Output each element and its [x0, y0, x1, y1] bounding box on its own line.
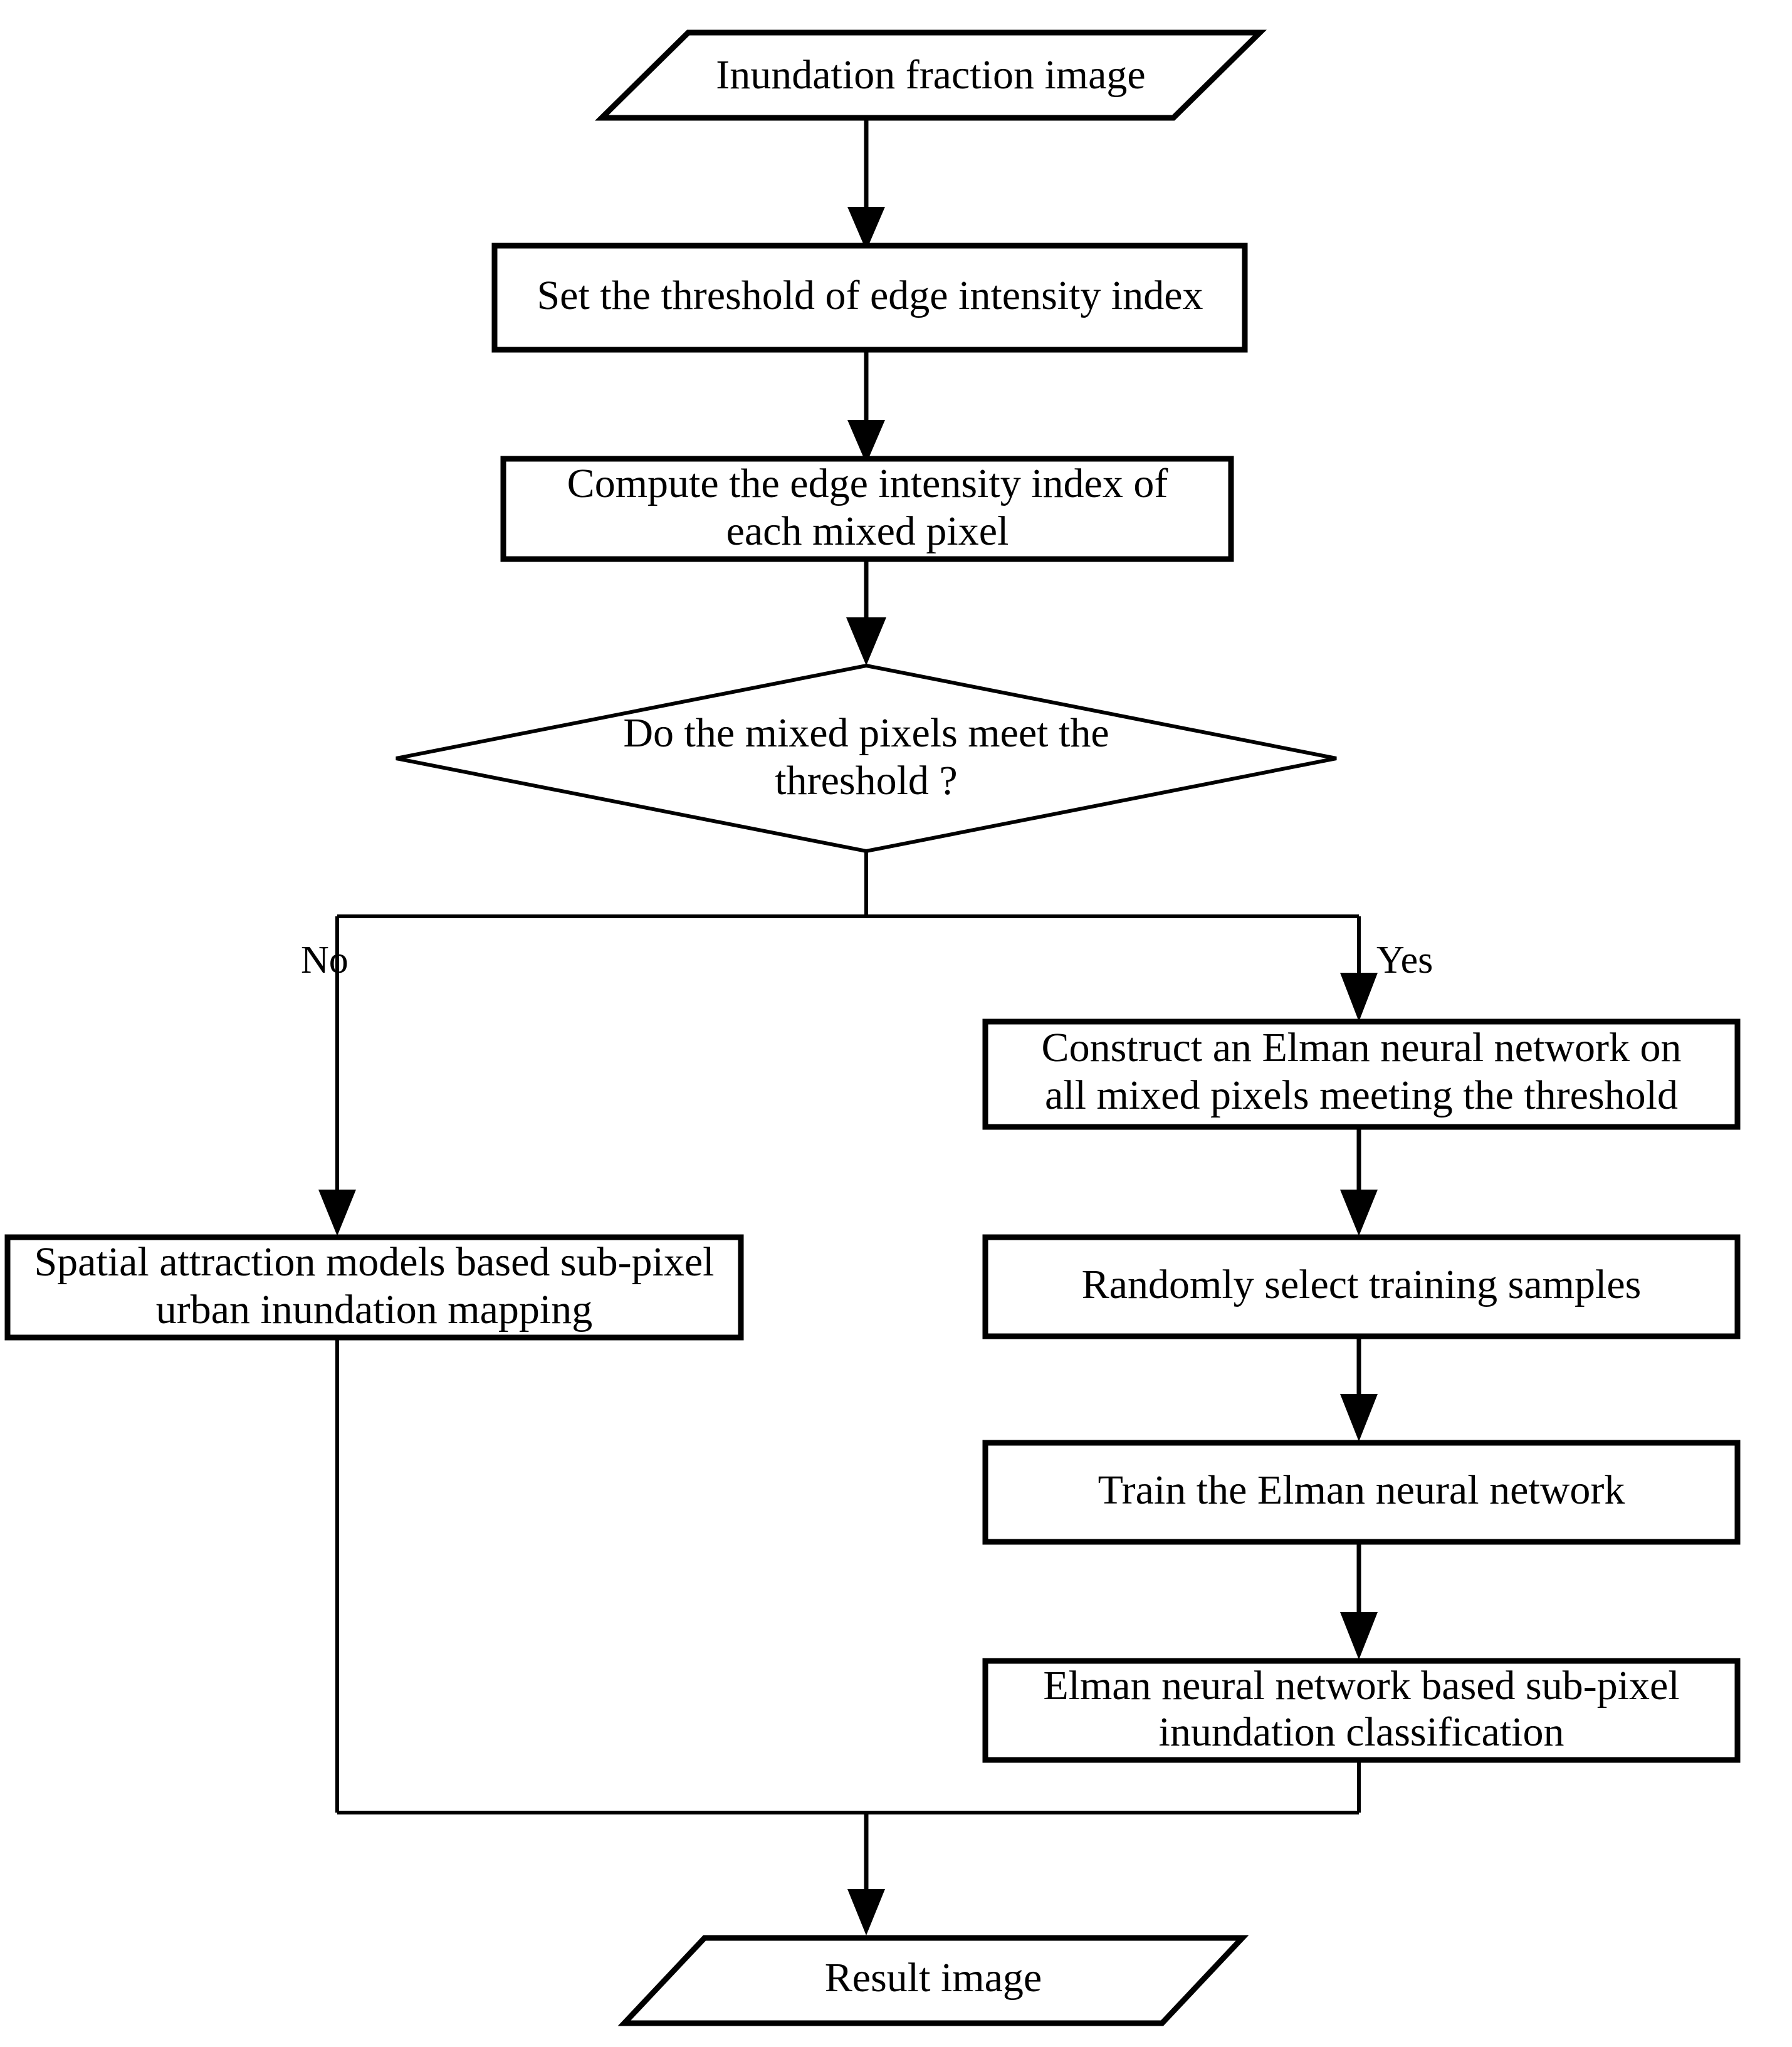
edge-label-yes: Yes: [1376, 939, 1433, 982]
node-classify-label-line-1: Elman neural network based sub-pixel: [1043, 1663, 1679, 1709]
node-select-samples[interactable]: Randomly select training samples: [985, 1237, 1737, 1336]
node-decision-label-line-2: threshold ?: [775, 758, 957, 804]
node-set-threshold[interactable]: Set the threshold of edge intensity inde…: [495, 246, 1245, 350]
node-compute-index[interactable]: Compute the edge intensity index of each…: [503, 459, 1231, 559]
edge-merge-to-output: [847, 1813, 885, 1935]
edge-label-no: No: [301, 939, 348, 982]
node-construct-elman-label-line-2: all mixed pixels meeting the threshold: [1045, 1072, 1678, 1118]
node-spatial-attraction[interactable]: Spatial attraction models based sub-pixe…: [8, 1237, 741, 1338]
node-input-inundation-fraction-image[interactable]: Inundation fraction image: [602, 33, 1260, 118]
edge-yes-branch: [1340, 916, 1378, 1022]
edge-no-branch: [318, 916, 356, 1236]
node-classify[interactable]: Elman neural network based sub-pixel inu…: [985, 1661, 1737, 1760]
node-output-label-line-1: Result image: [825, 1955, 1042, 2001]
node-construct-elman-label-line-1: Construct an Elman neural network on: [1042, 1025, 1682, 1071]
edge-set-threshold-to-compute-index: [847, 350, 885, 464]
node-train-network[interactable]: Train the Elman neural network: [985, 1443, 1737, 1542]
connector-group: [318, 118, 1378, 1935]
node-spatial-attraction-label-line-1: Spatial attraction models based sub-pixe…: [34, 1239, 714, 1285]
node-train-network-label-line-1: Train the Elman neural network: [1098, 1467, 1625, 1513]
edge-train-to-classify: [1340, 1541, 1378, 1660]
node-input-label-line-1: Inundation fraction image: [716, 52, 1145, 98]
node-decision-label-line-1: Do the mixed pixels meet the: [623, 710, 1109, 756]
node-decision-threshold[interactable]: Do the mixed pixels meet the threshold ?: [396, 666, 1336, 851]
node-set-threshold-label-line-1: Set the threshold of edge intensity inde…: [537, 273, 1203, 318]
edge-decision-branch-bus: [337, 851, 1359, 918]
node-classify-label-line-2: inundation classification: [1158, 1709, 1564, 1755]
edge-construct-to-select: [1340, 1127, 1378, 1236]
node-select-samples-label-line-1: Randomly select training samples: [1082, 1262, 1642, 1307]
edge-input-to-set-threshold: [847, 118, 885, 251]
node-spatial-attraction-label-line-2: urban inundation mapping: [156, 1287, 593, 1332]
node-construct-elman[interactable]: Construct an Elman neural network on all…: [985, 1022, 1737, 1127]
node-compute-index-label-line-1: Compute the edge intensity index of: [567, 461, 1168, 506]
edge-compute-index-to-decision: [846, 559, 886, 666]
node-compute-index-label-line-2: each mixed pixel: [726, 508, 1009, 554]
edge-select-to-train: [1340, 1335, 1378, 1442]
node-output-result-image[interactable]: Result image: [624, 1938, 1242, 2023]
